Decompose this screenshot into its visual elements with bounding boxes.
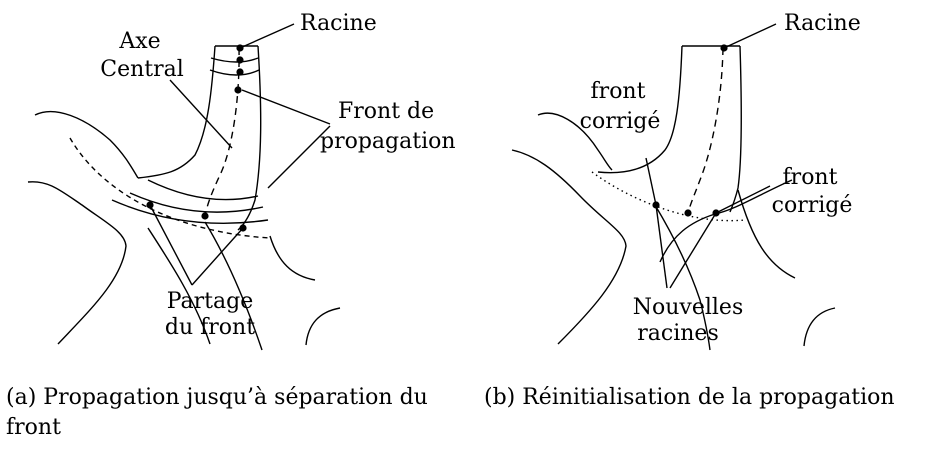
label-racine-b: Racine [784, 11, 861, 36]
root-arc-2-a [209, 69, 260, 76]
split-point-3-a [239, 224, 247, 232]
caption-b-line1: (b) Réinitialisation de la propagation [484, 385, 895, 410]
vessel-lower-right-a [204, 221, 263, 351]
branch-right-wall-b [729, 45, 743, 213]
panel-a-diagram: Racine Axe Central Front de propagation … [27, 11, 456, 351]
front-point-3-a [234, 86, 242, 94]
leader-partage-2-a [191, 227, 244, 286]
front-point-1-a [236, 56, 244, 64]
split-point-1-a [146, 201, 154, 209]
caption-a-line1: (a) Propagation jusqu’à séparation du [6, 385, 428, 410]
label-axe-a: Axe [118, 29, 160, 54]
label-corrige-left-b: corrigé [580, 109, 661, 134]
vessel-right-a [269, 235, 316, 281]
new-root-point-3-b [712, 209, 720, 217]
front-arc-2-a [129, 192, 264, 213]
new-root-point-1-b [652, 201, 660, 209]
caption-b: (b) Réinitialisation de la propagation [484, 383, 944, 413]
vessel-left-b [511, 149, 627, 345]
central-axis-a [204, 47, 240, 217]
front-point-2-a [236, 68, 244, 76]
label-front-right-b: front [783, 165, 838, 190]
split-point-2-a [201, 212, 209, 220]
vessel-right-b [737, 189, 796, 279]
vessel-lower-middle-a [147, 227, 211, 345]
caption-a: (a) Propagation jusqu’à séparation du fr… [6, 383, 456, 443]
branch-left-wall-a [137, 45, 216, 179]
leader-front-left-b [645, 157, 657, 206]
new-root-point-2-b [684, 209, 692, 217]
panel-b-diagram: Racine front corrigé front corrigé Nouve… [511, 11, 861, 351]
diagram-svg: Racine Axe Central Front de propagation … [27, 11, 861, 351]
label-racine-a: Racine [300, 11, 377, 36]
label-partage-a: Partage [167, 289, 254, 314]
vessel-upper-left-b [537, 112, 613, 171]
leader-racine-b [723, 23, 777, 49]
leader-front-2-a [267, 125, 331, 189]
front-arc-3-a [111, 199, 269, 224]
label-corrige-right-b: corrigé [772, 193, 853, 218]
leader-axe-a [169, 79, 233, 149]
label-front-de-a: Front de [338, 99, 434, 124]
label-propagation-a: propagation [320, 129, 456, 154]
leader-nouvelles-2-b [669, 212, 717, 289]
root-arc-1-a [210, 57, 259, 63]
caption-a-line2: front [6, 415, 61, 440]
leader-partage-1-a [149, 204, 193, 286]
front-arc-1-a [147, 179, 259, 201]
central-axis-b [687, 47, 724, 214]
vessel-corner-a [305, 307, 341, 346]
leader-racine-a [239, 23, 295, 49]
root-point-b [720, 44, 728, 52]
vessel-left-a [27, 181, 127, 345]
label-nouvelles-b: Nouvelles [633, 295, 744, 320]
label-racines-b: racines [637, 321, 718, 346]
leader-front-right-b [715, 185, 771, 214]
leader-nouvelles-1-b [655, 204, 668, 289]
leader-front-1-a [241, 89, 331, 125]
dashed-front-a [69, 137, 271, 239]
vessel-corner-b [803, 307, 836, 347]
root-point-a [236, 44, 244, 52]
label-front-left-b: front [591, 79, 646, 104]
vessel-upper-left-a [34, 110, 139, 179]
dotted-front-b [591, 171, 746, 222]
vessel-mid-b [654, 204, 711, 351]
label-du-front-a: du front [165, 315, 255, 340]
label-central-a: Central [100, 57, 184, 82]
branch-left-wall-b [597, 45, 683, 174]
